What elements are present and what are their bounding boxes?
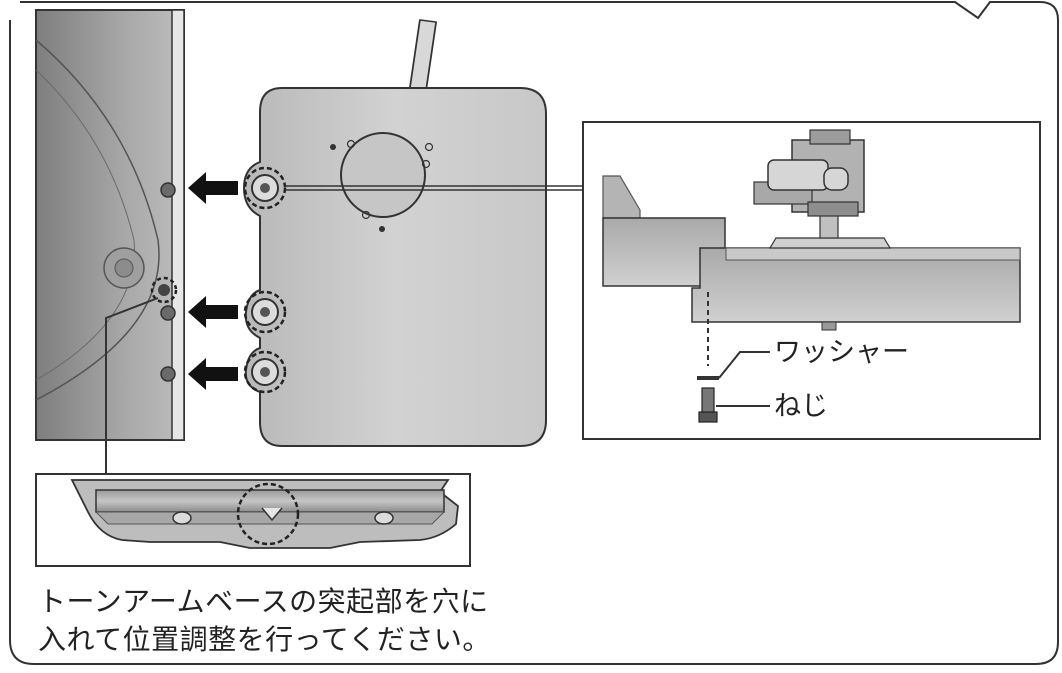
leader-line xyxy=(105,297,159,474)
plate-screw-upper xyxy=(243,166,287,210)
side-view-inset xyxy=(582,121,1041,440)
deck-hole-middle xyxy=(160,305,176,321)
arrow-left-icon xyxy=(188,358,238,390)
protrusion xyxy=(261,507,283,522)
caption-line-1: トーンアームベースの突起部を穴に xyxy=(38,585,489,618)
protrusion-highlight xyxy=(236,482,300,546)
underside-inset xyxy=(35,473,471,567)
locating-hole-highlight xyxy=(150,276,178,304)
locating-hole xyxy=(158,284,170,296)
plate-screw-middle xyxy=(243,290,287,334)
turntable-deck xyxy=(35,9,185,441)
screw-label: ねじ xyxy=(774,391,828,422)
outer-frame xyxy=(9,1,1059,665)
caption-line-2: 入れて位置調整を行ってください。 xyxy=(38,623,491,656)
washer xyxy=(697,376,719,380)
deck-hole-lower xyxy=(160,366,176,382)
arrow-left-icon xyxy=(188,296,238,328)
tonearm-pivot-circle xyxy=(340,132,426,218)
connector-line xyxy=(285,185,583,191)
washer-label: ワッシャー xyxy=(774,337,909,368)
plate-screw-lower xyxy=(243,350,287,394)
tonearm-base-plate xyxy=(242,19,547,447)
arrow-left-icon xyxy=(188,172,238,204)
deck-hole-upper xyxy=(160,182,176,198)
screw xyxy=(698,387,718,423)
